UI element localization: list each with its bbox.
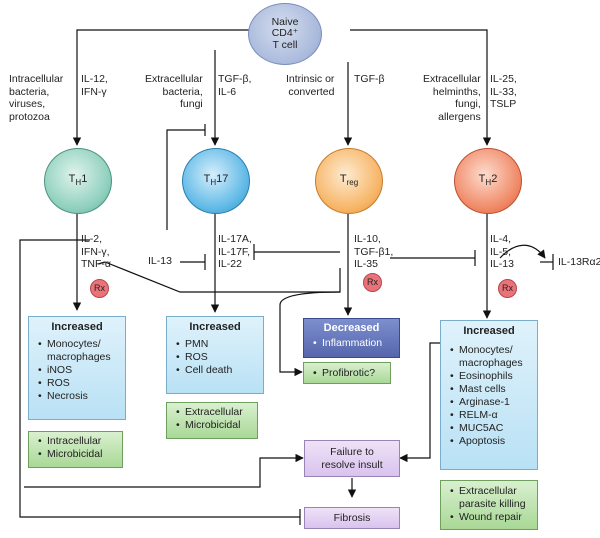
naive-label: Naive <box>271 15 299 28</box>
th1-effect-item: Microbicidal <box>38 448 118 461</box>
treg-decreased-title: Decreased <box>323 322 380 334</box>
th2-sub: H <box>485 178 492 188</box>
treg-cause-label: Intrinsic or converted <box>286 73 335 98</box>
treg-effect-box: Profibrotic? <box>303 362 391 384</box>
th17-il13-label: IL-13 <box>148 255 172 267</box>
treg-cell: Treg <box>315 148 383 214</box>
treg-inducing-cytokines: TGF-β <box>354 73 385 85</box>
th2-cause-label: Extracellular helminths, fungi, allergen… <box>423 73 481 123</box>
th17-output-cytokines: IL-17A, IL-17F, IL-22 <box>218 233 252 270</box>
th2-item: Mast cells <box>450 383 533 396</box>
naive-tcell-label: T cell <box>272 38 298 51</box>
th1-increased-box: Increased Monocytes/ macrophages iNOS RO… <box>28 316 126 420</box>
th17-inducing-cytokines: TGF-β, IL-6 <box>218 73 252 98</box>
th2-effect-box: Extracellular parasite killing Wound rep… <box>440 480 538 530</box>
th1-increased-title: Increased <box>51 321 103 333</box>
th2-output-cytokines: IL-4, IL-5, IL-13 <box>490 233 514 270</box>
th2-item: Eosinophils <box>450 370 533 383</box>
th2-item: Apoptosis <box>450 435 533 448</box>
th1-output-cytokines: IL-2, IFN-γ, TNF-α <box>81 233 111 270</box>
th1-effect-item: Intracellular <box>38 435 118 448</box>
th2-cell: TH2 <box>454 148 522 214</box>
th17-effect-item: Extracellular <box>176 406 253 419</box>
th17-increased-box: Increased PMN ROS Cell death <box>166 316 264 394</box>
th2-rx-badge: Rx <box>498 279 517 298</box>
th17-sub: H <box>210 178 217 188</box>
naive-cd4-t-cell: Naive CD4⁺ T cell <box>248 3 322 65</box>
th2-item: RELM-α <box>450 409 533 422</box>
th2-item: MUC5AC <box>450 422 533 435</box>
th1-item: ROS <box>38 377 121 390</box>
fibrosis-label: Fibrosis <box>333 511 371 524</box>
treg-sub: reg <box>346 178 359 188</box>
treg-decreased-box: Decreased Inflammation <box>303 318 400 358</box>
th1-cause-label: Intracellular bacteria, viruses, protozo… <box>9 73 64 123</box>
th17-cell: TH17 <box>182 148 250 214</box>
th17-cause-label: Extracellular bacteria, fungi <box>145 73 203 110</box>
th2-effect-item: Extracellular parasite killing <box>450 485 533 511</box>
th2-item: Arginase-1 <box>450 396 533 409</box>
th1-inducing-cytokines: IL-12, IFN-γ <box>81 73 108 98</box>
th1-item: Necrosis <box>38 390 121 403</box>
th1-item: iNOS <box>38 364 121 377</box>
th17-item: PMN <box>176 338 259 351</box>
th1-t: T <box>68 172 76 185</box>
th17-item: Cell death <box>176 364 259 377</box>
naive-cd4-label: CD4⁺ <box>271 27 299 40</box>
th2-item: Monocytes/ macrophages <box>450 344 533 370</box>
th17-effect-box: Extracellular Microbicidal <box>166 402 258 439</box>
failure-to-resolve-box: Failure to resolve insult <box>304 440 400 477</box>
th1-effect-box: Intracellular Microbicidal <box>28 431 123 468</box>
th1-rx-badge: Rx <box>90 279 109 298</box>
th1-cell: TH1 <box>44 148 112 214</box>
th1-suffix: 1 <box>81 172 88 185</box>
th2-suffix: 2 <box>491 172 498 185</box>
th2-effect-item: Wound repair <box>450 511 533 524</box>
th17-item: ROS <box>176 351 259 364</box>
th17-t: T <box>203 172 211 185</box>
treg-t: T <box>339 172 347 185</box>
treg-output-cytokines: IL-10, TGF-β1, IL-35 <box>354 233 394 270</box>
th2-increased-title: Increased <box>463 325 515 337</box>
il13ra2-label: IL-13Rα2 <box>558 256 600 268</box>
failure-label: Failure to resolve insult <box>321 445 383 471</box>
th17-increased-title: Increased <box>189 321 241 333</box>
th2-t: T <box>478 172 486 185</box>
fibrosis-box: Fibrosis <box>304 507 400 529</box>
th17-suffix: 17 <box>216 172 229 185</box>
th17-effect-item: Microbicidal <box>176 419 253 432</box>
treg-item: Inflammation <box>313 337 395 350</box>
th1-sub: H <box>75 178 82 188</box>
treg-rx-badge: Rx <box>363 273 382 292</box>
th2-inducing-cytokines: IL-25, IL-33, TSLP <box>490 73 517 110</box>
th2-increased-box: Increased Monocytes/ macrophages Eosinop… <box>440 320 538 470</box>
th1-item: Monocytes/ macrophages <box>38 338 121 364</box>
treg-effect-item: Profibrotic? <box>313 367 386 380</box>
